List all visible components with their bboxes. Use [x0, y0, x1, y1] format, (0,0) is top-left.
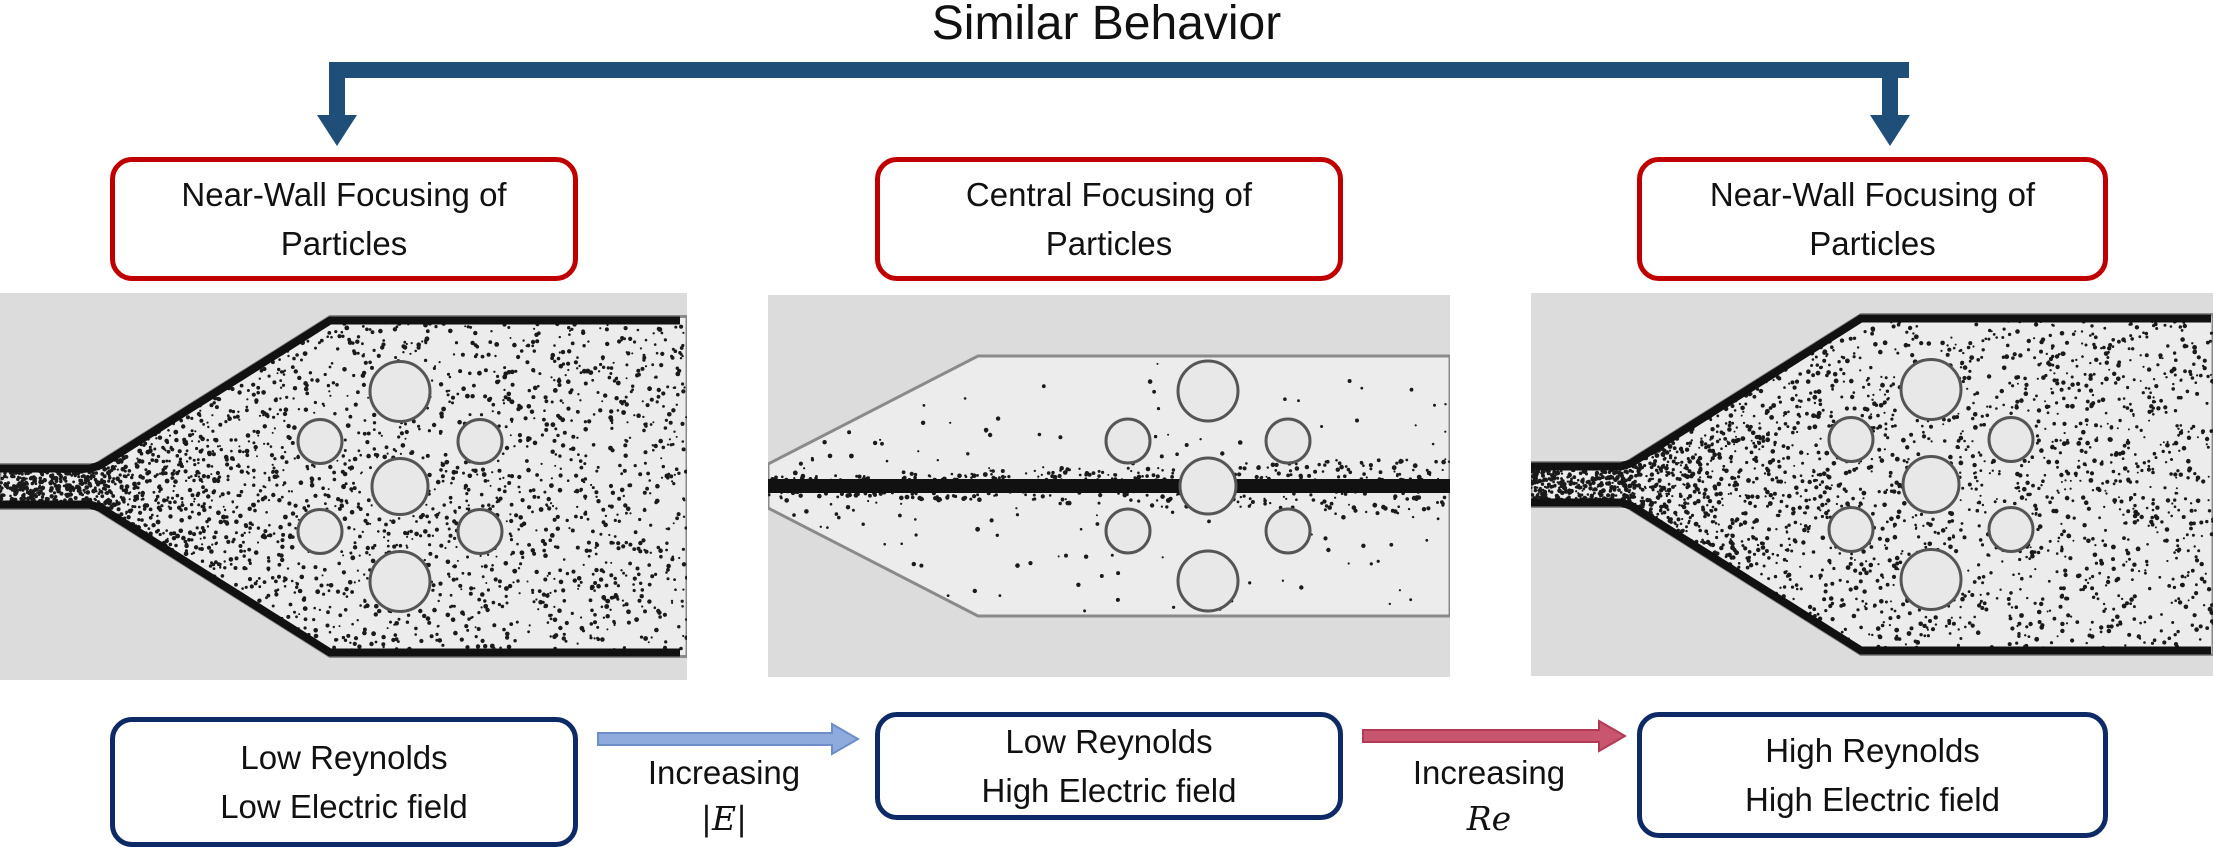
obstacle-post	[368, 360, 432, 423]
transition-text: Increasing	[1412, 754, 1566, 791]
obstacle-post	[1178, 456, 1238, 516]
box-text: High Reynolds	[1765, 732, 1980, 769]
obstacle-post	[370, 457, 430, 516]
obstacle-post	[1987, 416, 2035, 463]
particle-band	[1531, 498, 2211, 655]
obstacle-post	[1827, 506, 1875, 553]
bottom-box-low-re-high-e: Low Reynolds High Electric field	[875, 712, 1343, 820]
top-box-central: Central Focusing of Particles	[875, 157, 1343, 281]
obstacle-post	[1264, 417, 1312, 465]
obstacle-post	[296, 508, 344, 555]
obstacle-post	[296, 418, 344, 465]
obstacle-post	[456, 508, 504, 555]
box-text: Particles	[280, 225, 408, 262]
box-text: High Electric field	[981, 772, 1237, 809]
increasing-e-arrow	[597, 722, 860, 756]
obstacle-post	[1899, 548, 1963, 611]
box-text: Central Focusing of	[965, 176, 1253, 213]
symbol-electric-field-magnitude: |E|	[700, 799, 748, 838]
transition-label-re: Increasing Re	[1369, 750, 1609, 842]
particle-band	[1531, 314, 2211, 471]
box-text: High Electric field	[1745, 781, 2000, 818]
box-text: Near-Wall Focusing of	[181, 176, 507, 213]
obstacle-post	[1827, 416, 1875, 463]
obstacle-post	[1264, 507, 1312, 555]
bottom-box-low-re-low-e: Low Reynolds Low Electric field	[110, 717, 578, 847]
obstacle-post	[1104, 507, 1152, 555]
obstacle-post	[368, 550, 432, 613]
obstacle-post	[1901, 455, 1961, 514]
micrograph-near-wall-high-re	[1531, 293, 2213, 676]
box-text: Particles	[1809, 225, 1936, 262]
obstacle-post	[456, 418, 504, 465]
box-text: Low Reynolds	[1005, 723, 1213, 760]
particle-band	[0, 500, 680, 657]
box-text: Particles	[1045, 225, 1173, 262]
box-text: Near-Wall Focusing of	[1709, 176, 2036, 213]
obstacle-post	[1899, 358, 1963, 421]
obstacle-post	[1104, 417, 1152, 465]
similar-behavior-bracket-arrow	[317, 62, 1910, 146]
symbol-reynolds-number: Re	[1466, 799, 1512, 838]
top-box-near-wall-left: Near-Wall Focusing of Particles	[110, 157, 578, 281]
top-box-near-wall-right: Near-Wall Focusing of Particles	[1637, 157, 2108, 281]
box-text: Low Reynolds	[240, 739, 448, 776]
obstacle-post	[1176, 549, 1240, 613]
micrograph-near-wall-low-re	[0, 293, 687, 680]
particle-band	[0, 316, 680, 473]
increasing-re-arrow	[1362, 719, 1627, 753]
micrograph-central-focusing	[768, 295, 1450, 677]
obstacle-post	[1987, 506, 2035, 553]
obstacle-post	[1176, 359, 1240, 423]
diagram-title: Similar Behavior	[931, 0, 1282, 50]
bottom-box-high-re-high-e: High Reynolds High Electric field	[1637, 712, 2108, 838]
transition-label-e: Increasing |E|	[604, 750, 844, 842]
transition-text: Increasing	[647, 754, 801, 791]
box-text: Low Electric field	[220, 788, 468, 825]
